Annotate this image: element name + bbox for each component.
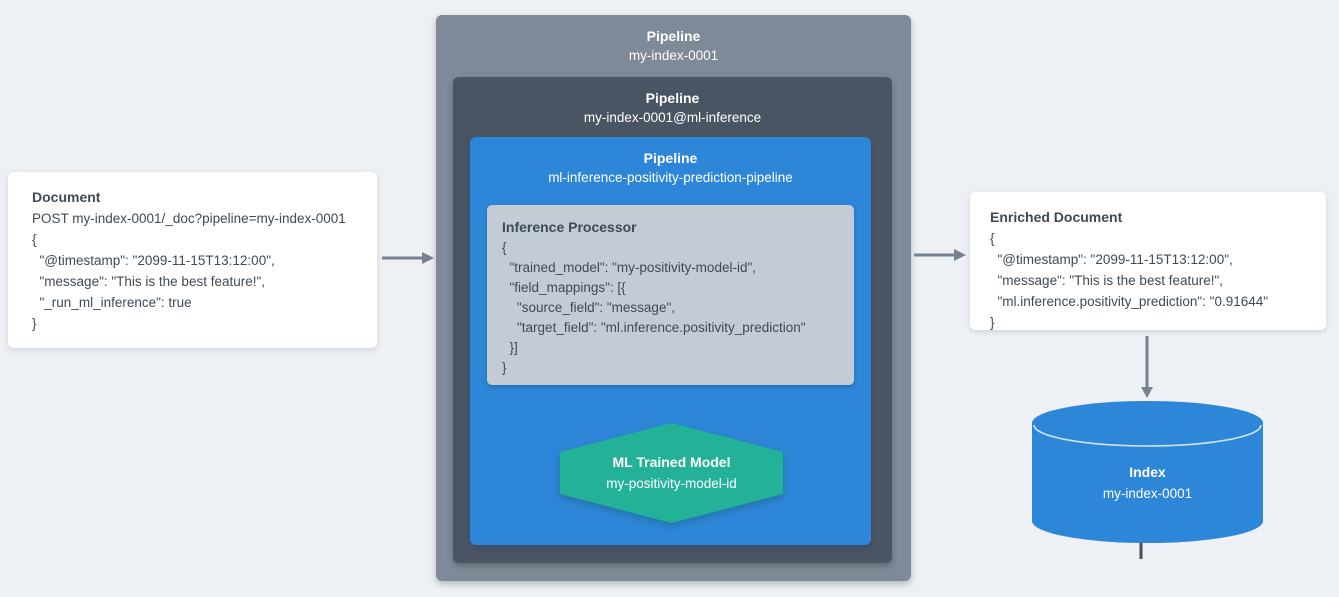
inference-processor-json: { "trained_model": "my-positivity-model-…	[502, 240, 806, 375]
pipeline-inner-title: Pipeline	[645, 90, 700, 106]
pipeline-inner-box: Pipeline my-index-0001@ml-inference Pipe…	[453, 77, 1147, 563]
ml-trained-model-hexagon: ML Trained Model my-positivity-model-id	[560, 423, 783, 523]
enriched-document-json: { "@timestamp": "2099-11-15T13:12:00", "…	[990, 231, 1269, 330]
pipeline-outer-box: Pipeline my-index-0001 Pipeline my-index…	[436, 15, 1147, 581]
index-title: Index	[1129, 464, 1166, 480]
inference-processor-box: Inference Processor { "trained_model": "…	[487, 205, 854, 385]
arrow-down-icon	[1141, 336, 1153, 398]
index-name: my-index-0001	[1102, 486, 1193, 501]
arrow-right-icon	[382, 252, 434, 264]
database-cylinder-icon	[1032, 401, 1263, 543]
document-card: Document POST my-index-0001/_doc?pipelin…	[8, 172, 377, 348]
arrow-right-icon	[914, 249, 966, 261]
pipeline-outer-title: Pipeline	[646, 28, 701, 44]
pipeline-outer-header: Pipeline my-index-0001	[436, 15, 911, 66]
enriched-document-card: Enriched Document { "@timestamp": "2099-…	[970, 192, 1326, 330]
index-label: Index my-index-0001	[1032, 422, 1263, 544]
inference-processor-title: Inference Processor	[502, 219, 637, 235]
index-cylinder: Index my-index-0001	[1032, 400, 1263, 544]
pipeline-inner-header: Pipeline my-index-0001@ml-inference	[453, 77, 892, 128]
pipeline-inner-name: my-index-0001@ml-inference	[583, 110, 762, 125]
enriched-document-title: Enriched Document	[990, 209, 1123, 225]
document-card-json: POST my-index-0001/_doc?pipeline=my-inde…	[32, 211, 346, 331]
pipeline-ml-name: ml-inference-positivity-prediction-pipel…	[548, 170, 793, 185]
pipeline-ml-title: Pipeline	[643, 150, 698, 166]
document-card-title: Document	[32, 189, 101, 205]
pipeline-ml-header: Pipeline ml-inference-positivity-predict…	[470, 137, 871, 188]
ml-trained-model-shape: ML Trained Model my-positivity-model-id	[560, 423, 783, 523]
ml-trained-model-title: ML Trained Model	[612, 454, 731, 470]
pipeline-ml-box: Pipeline ml-inference-positivity-predict…	[470, 137, 1147, 559]
ml-trained-model-name: my-positivity-model-id	[606, 476, 737, 491]
pipeline-outer-name: my-index-0001	[628, 48, 719, 63]
